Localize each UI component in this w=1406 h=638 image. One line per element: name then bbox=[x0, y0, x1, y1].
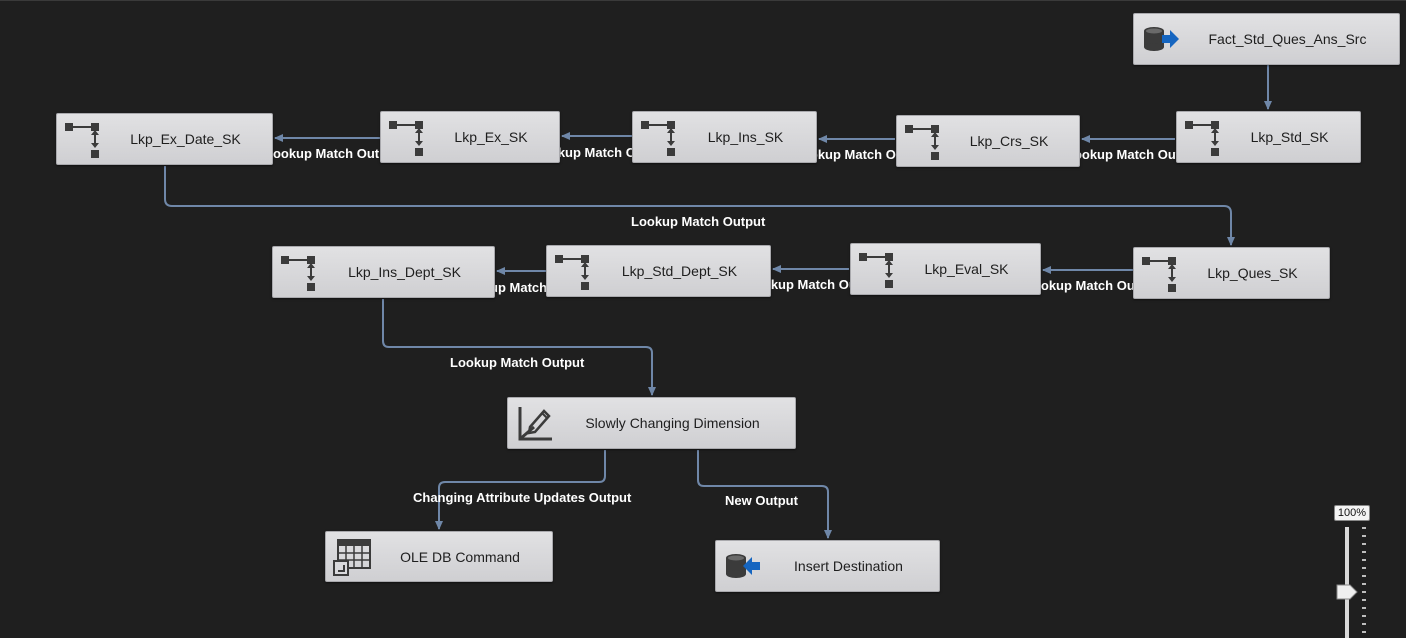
node-lkp-ques-sk[interactable]: Lkp_Ques_SK bbox=[1133, 247, 1330, 299]
node-slowly-changing-dimension[interactable]: Slowly Changing Dimension bbox=[507, 397, 796, 449]
node-label: Lkp_Std_SK bbox=[1250, 129, 1329, 145]
lookup-icon bbox=[857, 249, 897, 289]
lookup-icon bbox=[553, 251, 593, 291]
node-label: Lkp_Eval_SK bbox=[924, 261, 1009, 277]
node-label: Lkp_Ins_SK bbox=[707, 129, 784, 145]
node-lkp-std-dept-sk[interactable]: Lkp_Std_Dept_SK bbox=[546, 245, 771, 297]
node-label: OLE DB Command bbox=[400, 548, 520, 565]
slowly-changing-dimension-icon bbox=[514, 403, 554, 443]
zoom-level-label: 100% bbox=[1334, 505, 1370, 521]
node-lkp-eval-sk[interactable]: Lkp_Eval_SK bbox=[850, 243, 1041, 295]
lookup-icon bbox=[639, 117, 679, 157]
lookup-icon bbox=[279, 252, 319, 292]
lookup-icon bbox=[387, 117, 427, 157]
node-lkp-std-sk[interactable]: Lkp_Std_SK bbox=[1176, 111, 1361, 163]
edge-label-scd-to-insert: New Output bbox=[725, 493, 798, 508]
destination-database-icon bbox=[722, 546, 762, 586]
node-lkp-ex-sk[interactable]: Lkp_Ex_SK bbox=[380, 111, 560, 163]
node-label: Lkp_Ex_Date_SK bbox=[130, 131, 241, 147]
zoom-slider-track[interactable] bbox=[1345, 527, 1349, 638]
node-insert-destination[interactable]: Insert Destination bbox=[715, 540, 940, 592]
node-label: Insert Destination bbox=[794, 558, 903, 574]
connector-exdate-to-ques[interactable] bbox=[164, 166, 1235, 246]
connector-insdept-to-scd[interactable] bbox=[382, 299, 656, 396]
zoom-slider-thumb[interactable] bbox=[1336, 584, 1358, 600]
node-label: Lkp_Ques_SK bbox=[1207, 265, 1298, 281]
edge-label-exdate-to-ques: Lookup Match Output bbox=[631, 214, 766, 229]
node-ole-db-command[interactable]: OLE DB Command bbox=[325, 531, 553, 582]
lookup-icon bbox=[63, 119, 103, 159]
edge-label-crs-to-ins: Lookup Match Output bbox=[794, 147, 929, 162]
node-lkp-ins-dept-sk[interactable]: Lkp_Ins_Dept_SK bbox=[272, 246, 495, 298]
node-label: Lkp_Crs_SK bbox=[969, 133, 1049, 149]
lookup-icon bbox=[903, 121, 943, 161]
ole-db-command-icon bbox=[332, 537, 372, 577]
lookup-icon bbox=[1183, 117, 1223, 157]
node-fact-std-ques-ans-src[interactable]: Fact_Std_Ques_Ans_Src bbox=[1133, 13, 1400, 65]
lookup-icon bbox=[1140, 253, 1180, 293]
source-database-icon bbox=[1140, 19, 1180, 59]
connector-scd-to-oledb[interactable] bbox=[435, 450, 606, 530]
edge-label-insdept-to-scd: Lookup Match Output bbox=[450, 355, 585, 370]
node-label: Lkp_Ins_Dept_SK bbox=[348, 264, 461, 280]
node-label: Slowly Changing Dimension bbox=[585, 415, 760, 431]
node-lkp-ins-sk[interactable]: Lkp_Ins_SK bbox=[632, 111, 817, 163]
node-label: Lkp_Ex_SK bbox=[454, 129, 528, 145]
edge-label-std-to-crs: Lookup Match Output bbox=[1066, 147, 1201, 162]
node-label: Lkp_Std_Dept_SK bbox=[621, 263, 738, 279]
node-lkp-crs-sk[interactable]: Lkp_Crs_SK bbox=[896, 115, 1080, 167]
zoom-slider-ticks bbox=[1362, 527, 1366, 638]
edge-label-eval-to-stddept: Lookup Match Output bbox=[747, 277, 882, 292]
node-lkp-ex-date-sk[interactable]: Lkp_Ex_Date_SK bbox=[56, 113, 273, 165]
edge-label-ex-to-exdate: Lookup Match Output bbox=[265, 146, 400, 161]
edge-label-scd-to-oledb: Changing Attribute Updates Output bbox=[413, 490, 632, 505]
edge-label-ques-to-eval: Lookup Match Output bbox=[1025, 278, 1160, 293]
node-label: Fact_Std_Ques_Ans_Src bbox=[1208, 31, 1367, 47]
connector-scd-to-insert[interactable] bbox=[697, 450, 832, 539]
